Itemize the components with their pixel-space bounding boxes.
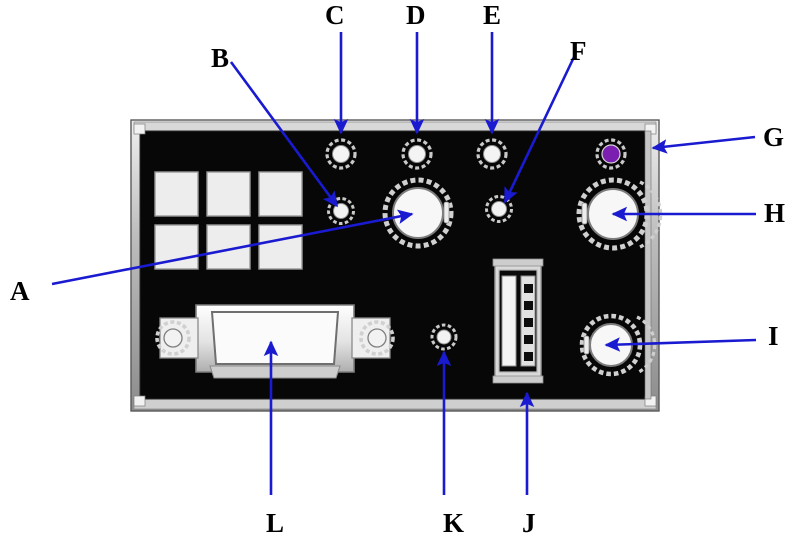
panel-right-rail — [644, 130, 652, 400]
callout-label-i: I — [768, 321, 779, 351]
vent-cell — [154, 171, 199, 217]
vent-cell — [206, 171, 251, 217]
leader-b — [229, 61, 339, 208]
leader-f — [503, 56, 576, 204]
io-panel — [130, 119, 663, 412]
callout-label-k: K — [443, 508, 465, 538]
leader-g — [651, 135, 756, 154]
callout-label-b: B — [211, 43, 230, 73]
hole-e — [476, 138, 508, 170]
dsub-connector-l — [155, 304, 395, 379]
vent-cell — [258, 224, 303, 270]
callout-label-l: L — [266, 508, 285, 538]
callout-label-d: D — [406, 0, 426, 30]
callout-label-h: H — [764, 198, 786, 228]
callout-label-g: G — [763, 122, 785, 152]
dsub-screw-left — [155, 320, 191, 356]
hole-d — [401, 138, 433, 170]
panel-bottom-lip — [133, 398, 657, 410]
hole-g-purple — [595, 138, 627, 170]
leader-a — [51, 209, 414, 286]
hole-c — [325, 138, 357, 170]
callout-label-f: F — [570, 36, 587, 66]
connector-a — [382, 177, 454, 249]
callout-label-c: C — [325, 0, 345, 30]
panel-corner-tab-bl — [133, 395, 146, 407]
hole-f — [485, 195, 513, 223]
callout-label-a: A — [10, 276, 30, 306]
usb-port-j — [492, 258, 544, 384]
panel-corner-tab-tl — [133, 123, 146, 135]
callout-label-j: J — [522, 508, 536, 538]
callout-label-e: E — [483, 0, 502, 30]
panel-top-lip — [133, 121, 657, 132]
leader-i — [604, 337, 757, 352]
callout-leaders — [51, 32, 757, 495]
hole-k — [430, 323, 458, 351]
vent-cell — [258, 171, 303, 217]
dsub-screw-right — [359, 320, 395, 356]
